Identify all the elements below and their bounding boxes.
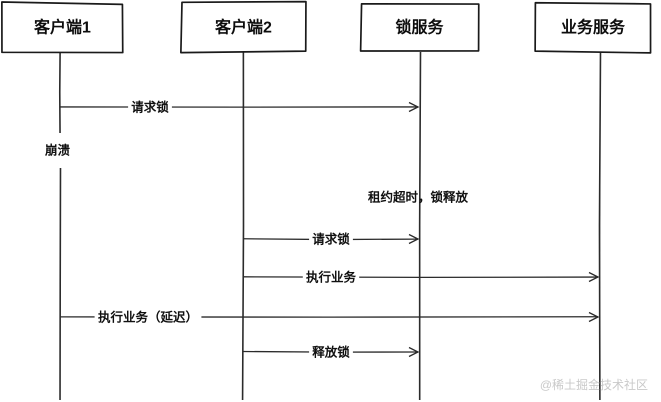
actor-label-client2: 客户端2 [215, 18, 272, 37]
note-n1: 崩溃 [45, 142, 71, 157]
actor-box-outline [359, 3, 480, 52]
actor-box-outline [180, 0, 307, 54]
message-label: 释放锁 [312, 344, 350, 359]
lifelines-layer [58, 51, 602, 401]
message-m5[interactable]: 释放锁 [242, 343, 420, 361]
actor-box-lockservice[interactable]: 锁服务 [359, 3, 480, 52]
lifeline-bizservice [598, 51, 602, 401]
message-label-backdrop [302, 268, 360, 286]
message-arrowhead [408, 101, 420, 113]
message-arrowhead [588, 311, 600, 323]
actor-box-client2[interactable]: 客户端2 [180, 0, 307, 54]
actor-box-bizservice[interactable]: 业务服务 [534, 1, 652, 54]
actor-box-outline [1, 1, 124, 54]
message-line [242, 276, 599, 278]
message-label: 执行业务（延迟） [98, 309, 198, 324]
message-arrowhead [408, 346, 420, 358]
message-m4[interactable]: 执行业务（延迟） [59, 308, 600, 326]
message-arrowhead [408, 233, 420, 245]
message-label-backdrop [309, 230, 353, 248]
note-n2: 租约超时，锁释放 [368, 189, 469, 204]
message-label-backdrop [309, 343, 353, 361]
actor-boxes-layer: 客户端1 客户端2 锁服务 业务服务 [1, 0, 652, 54]
message-m2[interactable]: 请求锁 [242, 230, 420, 248]
message-label: 执行业务 [306, 269, 357, 284]
message-arrowhead [588, 271, 600, 283]
message-m3[interactable]: 执行业务 [242, 268, 600, 286]
lifeline-client2 [241, 51, 245, 401]
actor-label-bizservice: 业务服务 [561, 18, 626, 37]
actor-label-lockservice: 锁服务 [395, 18, 444, 37]
message-label: 请求锁 [131, 99, 169, 114]
watermark: @稀土掘金技术社区 [540, 377, 648, 392]
actor-label-client1: 客户端1 [34, 18, 91, 37]
message-m1[interactable]: 请求锁 [59, 98, 420, 116]
message-label: 请求锁 [312, 231, 350, 246]
lifeline-lockservice [418, 51, 422, 401]
message-label-backdrop [94, 308, 202, 326]
message-label-backdrop [128, 98, 172, 116]
actor-box-client1[interactable]: 客户端1 [1, 1, 124, 54]
actor-box-outline [534, 1, 652, 54]
